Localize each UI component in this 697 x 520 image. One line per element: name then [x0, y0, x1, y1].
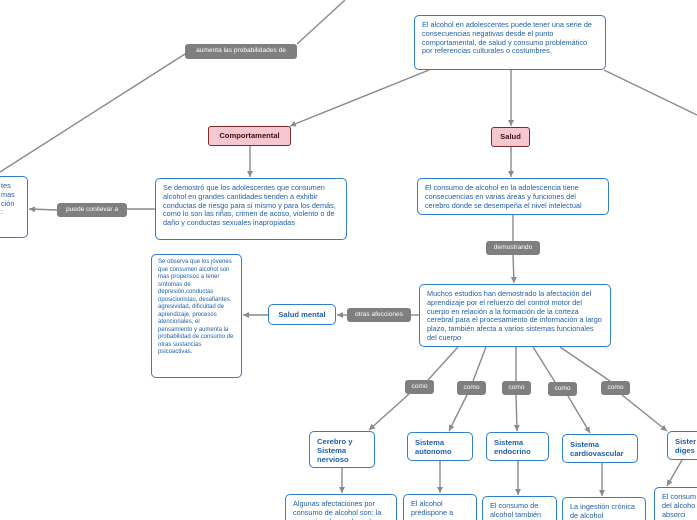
cardio-description-node[interactable]: La ingestión crónica de alcohol — [562, 497, 646, 520]
digestivo-description-node[interactable]: El consum del alcoho la absorci — [654, 487, 697, 520]
link-estudios-como1 — [427, 346, 459, 381]
left-partial-node[interactable]: tes mas ción : — [0, 176, 28, 238]
sistema-digestivo-node[interactable]: Sister diges — [667, 431, 697, 460]
link-aumenta-left — [0, 53, 186, 173]
como-label-2[interactable]: como — [457, 381, 486, 395]
como-label-1[interactable]: como — [405, 380, 434, 394]
sistema-autonomo-node[interactable]: Sistema autonomo — [407, 432, 473, 461]
sistema-cardiovascular-node[interactable]: Sistema cardiovascular — [562, 434, 638, 463]
link-estudios-como5 — [559, 346, 611, 382]
cerebro-sistema-nervioso-node[interactable]: Cerebro y Sistema nervioso — [309, 431, 375, 468]
como-label-3[interactable]: como — [502, 381, 531, 395]
como-label-4[interactable]: como — [548, 382, 577, 396]
comportamental-description-node[interactable]: Se demostró que los adolescentes que con… — [155, 178, 347, 240]
aumenta-probabilidades-label[interactable]: aumenta las probabilidades de — [185, 44, 297, 59]
salud-description-node[interactable]: El consumo de alcohol en la adolescencia… — [417, 178, 609, 215]
link-root-comportamental — [289, 69, 430, 127]
sistema-endocrino-node[interactable]: Sistema endocrino — [486, 432, 549, 461]
link-root-offscreen — [296, 0, 346, 45]
cerebro-description-node[interactable]: Algunas afectaciones por consumo de alco… — [285, 494, 397, 520]
link-como1-cerebro — [368, 393, 410, 431]
otras-afecciones-label[interactable]: otras afecciones — [347, 308, 411, 322]
estudios-node[interactable]: Muchos estudios han demostrado la afecta… — [419, 284, 611, 347]
link-como2-autonomo — [448, 394, 468, 432]
link-como5-digestivo — [621, 394, 668, 432]
link-demostrando-estudios — [510, 254, 517, 284]
link-conllevar-left — [28, 206, 58, 213]
root-topic-node[interactable]: El alcohol en adolescentes puede tener u… — [414, 15, 606, 70]
link-root-right — [603, 69, 697, 116]
salud-mental-node[interactable]: Salud mental — [268, 304, 336, 325]
salud-mental-description-node[interactable]: Se observa que los jóvenes que consumen … — [151, 254, 242, 378]
como-label-5[interactable]: como — [601, 381, 630, 395]
link-como4-cardio — [567, 395, 591, 434]
comportamental-node[interactable]: Comportamental — [208, 126, 291, 146]
puede-conllevar-label[interactable]: puede conllevar a — [57, 203, 127, 217]
endocrino-description-node[interactable]: El consumo de alcohol también — [482, 496, 557, 520]
demostrando-label[interactable]: demostrando — [486, 241, 540, 255]
link-estudios-como4 — [532, 346, 556, 383]
autonomo-description-node[interactable]: El alcohol predispone a — [403, 494, 477, 520]
link-como3-endocrino — [513, 394, 520, 432]
link-digestivo-desc — [666, 459, 683, 487]
salud-node[interactable]: Salud — [491, 127, 530, 147]
link-estudios-como2 — [472, 346, 487, 382]
